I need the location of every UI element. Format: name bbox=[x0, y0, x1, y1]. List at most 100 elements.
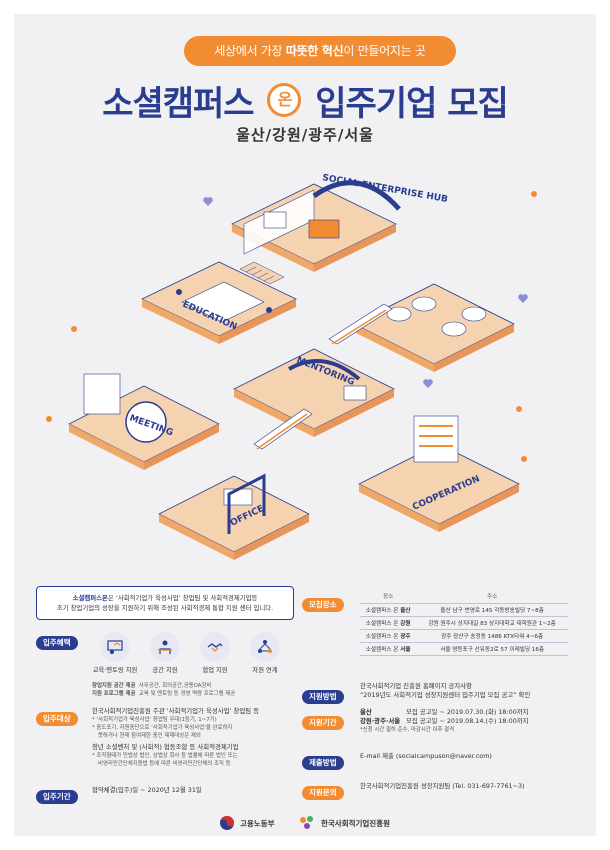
location-region: 광주 bbox=[400, 633, 411, 640]
benefit-training-label: 교육·멘토링 지원 bbox=[92, 667, 138, 674]
on-badge: 온 bbox=[267, 83, 302, 117]
table-header-place: 장소 bbox=[360, 590, 417, 604]
benefit-detail1-title: 창업지원 공간 제공 bbox=[92, 683, 136, 689]
benefit-detail2-title: 지원 프로그램 제공 bbox=[92, 691, 136, 697]
ministry-logo: 고용노동부 bbox=[219, 815, 275, 831]
intro-line1: 은 ‘사회적기업가 육성사업’ 창업팀 및 사회적경제기업등 bbox=[107, 594, 258, 602]
location-name: 소셜캠퍼스 온 bbox=[365, 607, 401, 614]
agency-logo: 한국사회적기업진흥원 bbox=[298, 815, 390, 831]
benefit-details: 창업지원 공간 제공 사무공간, 회의공간,공용OA장비 지원 프로그램 제공 … bbox=[92, 682, 292, 698]
table-header-row: 장소 주소 bbox=[360, 590, 568, 604]
handshake-icon bbox=[207, 643, 223, 652]
benefit-space: 공간 지원 bbox=[142, 632, 188, 674]
poster: 세상에서 가장 따뜻한 혁신이 만들어지는 곳 소셜캠퍼스 온 입주기업 모집 … bbox=[14, 14, 596, 836]
apply-period-text1: 모집 공고일 ~ 2019.07.30.(화) 18:00까지 bbox=[406, 708, 529, 716]
submit-label: 제출방법 bbox=[302, 756, 344, 770]
period-text: 협약체결(입주)일 ~ 2020년 12월 31일 bbox=[92, 786, 202, 794]
eligibility-note1: * ‘사회적기업가 육성사업’ 창업팀 우대(1등기, 1~7기) bbox=[92, 717, 217, 723]
eligibility-line1: 한국사회적기업진흥원 주관 ‘사회적기업가 육성사업’ 창업팀 등 bbox=[92, 707, 260, 715]
benefits-label: 입주혜택 bbox=[36, 636, 78, 650]
apply-method-line1: 한국사회적기업 진흥원 홈페이지 공지사항 bbox=[360, 682, 472, 690]
table-row: 소셜캠퍼스 온 광주 광주 광산구 송정동 1486 KTX타워 4~6층 bbox=[360, 629, 568, 643]
table-header-address: 주소 bbox=[416, 590, 568, 604]
agency-name: 한국사회적기업진흥원 bbox=[321, 818, 390, 828]
intro-line2: 초기 창업기업의 성장을 지원하기 위해 조성된 사회적경제 통합 지원 센터 … bbox=[56, 604, 274, 612]
location-name: 소셜캠퍼스 온 bbox=[365, 646, 401, 653]
table-row: 소셜캠퍼스 온 서울 서울 영등포구 선유동2로 57 이레빌딩 16층 bbox=[360, 642, 568, 656]
region-list: 울산/강원/광주/서울 bbox=[236, 126, 374, 144]
platform-lounge bbox=[353, 283, 515, 372]
tagline-bold: 따뜻한 혁신 bbox=[285, 44, 344, 58]
eligibility-line2: 청년 소셜벤처 및 (사회적) 협동조합 등 사회적경제기업 bbox=[92, 743, 239, 751]
title-right: 입주기업 모집 bbox=[315, 84, 509, 124]
page-title: 소셜캠퍼스 온 입주기업 모집 bbox=[14, 76, 596, 125]
platform-meeting: MEETING bbox=[68, 373, 220, 470]
apply-period-region2: 강원·광주·서울 bbox=[360, 717, 401, 725]
apply-period-label: 지원기간 bbox=[302, 716, 344, 730]
locations-table: 장소 주소 소셜캠퍼스 온 울산 울산 남구 번영로 145 각동방송빌딩 7~… bbox=[360, 590, 568, 656]
apply-method-line2: “2019년도 사회적기업 성장지원센터 입주기업 모집 공고” 확인 bbox=[360, 691, 531, 699]
eligibility-note2b: 못하거나 현재 참여제한 중인 제재대상은 제외 bbox=[98, 733, 201, 739]
period-label: 입주기간 bbox=[36, 790, 78, 804]
isometric-campus-illustration: SOCIAL ENTERPRISE HUB EDUCATION bbox=[14, 154, 596, 586]
eligibility-label: 입주대상 bbox=[36, 712, 78, 726]
desk-person-icon bbox=[158, 640, 172, 654]
apply-period-note: *신청 시간 필히 준수, 마감시간 이후 결격 bbox=[360, 727, 455, 733]
platform-education: EDUCATION bbox=[141, 261, 297, 344]
tagline: 세상에서 가장 따뜻한 혁신이 만들어지는 곳 bbox=[184, 36, 456, 66]
benefit-cooperation-label: 협업 지원 bbox=[202, 667, 228, 674]
contact-label: 지원문의 bbox=[302, 786, 344, 800]
platform-office: OFFICE bbox=[158, 473, 310, 560]
network-icon bbox=[258, 640, 272, 653]
tagline-post: 이 만들어지는 곳 bbox=[343, 44, 426, 58]
benefit-icons: 교육·멘토링 지원 공간 지원 협업 지원 자원 연계 bbox=[92, 632, 292, 676]
location-name: 소셜캠퍼스 온 bbox=[365, 633, 401, 640]
benefit-resources-label: 자원 연계 bbox=[252, 667, 278, 674]
eligibility-note3: * 조직형태가 민법상 법인, 상법상 회사 등 법률에 따른 법인 또는 bbox=[92, 753, 238, 759]
submit-text: E-mail 제출 (socialcampuson@naver.com) bbox=[360, 752, 492, 760]
platform-cooperation: COOPERATION bbox=[358, 415, 520, 532]
eligibility-note2: * 중도포기, 자원중단으로 ‘사회적기업가 육성사업’을 완료하지 bbox=[92, 725, 233, 731]
escalator-upper bbox=[328, 303, 393, 345]
apply-method-content: 한국사회적기업 진흥원 홈페이지 공지사항 “2019년도 사회적기업 성장지원… bbox=[360, 682, 574, 700]
benefit-training: 교육·멘토링 지원 bbox=[92, 632, 138, 674]
location-name: 소셜캠퍼스 온 bbox=[365, 620, 401, 627]
location-address: 광주 광산구 송정동 1486 KTX타워 4~6층 bbox=[416, 629, 568, 643]
taegeuk-icon bbox=[220, 816, 234, 830]
location-region: 강원 bbox=[400, 620, 411, 627]
info-right-column: 모집장소 장소 주소 소셜캠퍼스 온 울산 울산 남구 번영로 145 각동방송… bbox=[302, 586, 582, 806]
apply-period-region1: 울산 bbox=[360, 708, 372, 716]
tagline-pre: 세상에서 가장 bbox=[214, 44, 286, 58]
platform-mentoring: MENTORING bbox=[233, 348, 395, 437]
footer: 고용노동부 한국사회적기업진흥원 bbox=[14, 809, 596, 836]
benefit-resources: 자원 연계 bbox=[242, 632, 288, 674]
apply-method-label: 지원방법 bbox=[302, 690, 344, 704]
benefit-space-label: 공간 지원 bbox=[152, 667, 178, 674]
ministry-name: 고용노동부 bbox=[240, 818, 275, 828]
eligibility-note3b: 비영리민간단체지원법 등에 따른 비영리민간단체의 조직 등 bbox=[98, 761, 231, 767]
locations-label: 모집장소 bbox=[302, 598, 344, 612]
eligibility-content: 한국사회적기업진흥원 주관 ‘사회적기업가 육성사업’ 창업팀 등 * ‘사회적… bbox=[92, 707, 298, 768]
location-address: 강원 원주시 상지대길 83 상지대학교 대학원관 1~2층 bbox=[416, 616, 568, 630]
intro-box: 소셜캠퍼스온은 ‘사회적기업가 육성사업’ 창업팀 및 사회적경제기업등 초기 … bbox=[36, 586, 294, 620]
locations-table-wrap: 장소 주소 소셜캠퍼스 온 울산 울산 남구 번영로 145 각동방송빌딩 7~… bbox=[360, 590, 568, 656]
location-region: 서울 bbox=[400, 646, 411, 653]
benefit-detail2-text: 교육 및 멘토링 등 경영 역량 프로그램 제공 bbox=[138, 691, 236, 697]
location-address: 울산 남구 번영로 145 각동방송빌딩 7~8층 bbox=[416, 603, 568, 617]
decorative-hearts bbox=[46, 191, 537, 462]
platform-social-enterprise-hub: SOCIAL ENTERPRISE HUB bbox=[231, 173, 449, 272]
stairs-top bbox=[239, 261, 285, 285]
apply-period-text2: 모집 공고일 ~ 2019.08.14.(수) 18:00까지 bbox=[406, 717, 529, 725]
benefit-cooperation: 협업 지원 bbox=[192, 632, 238, 674]
table-row: 소셜캠퍼스 온 강원 강원 원주시 상지대길 83 상지대학교 대학원관 1~2… bbox=[360, 616, 568, 630]
intro-strong: 소셜캠퍼스온 bbox=[72, 594, 108, 602]
table-row: 소셜캠퍼스 온 울산 울산 남구 번영로 145 각동방송빌딩 7~8층 bbox=[360, 603, 568, 617]
info-left-column: 소셜캠퍼스온은 ‘사회적기업가 육성사업’ 창업팀 및 사회적경제기업등 초기 … bbox=[36, 586, 296, 806]
location-region: 울산 bbox=[400, 607, 411, 614]
contact-text: 한국사회적기업진흥원 성장지원팀 (Tel. 031-697-7761~3) bbox=[360, 782, 525, 790]
title-left: 소셜캠퍼스 bbox=[102, 84, 254, 124]
escalator-middle bbox=[253, 408, 313, 450]
training-icon bbox=[107, 640, 123, 654]
apply-period-content: 울산 모집 공고일 ~ 2019.07.30.(화) 18:00까지 강원·광주·… bbox=[360, 708, 574, 734]
benefit-detail1-text: 사무공간, 회의공간,공용OA장비 bbox=[138, 683, 212, 689]
